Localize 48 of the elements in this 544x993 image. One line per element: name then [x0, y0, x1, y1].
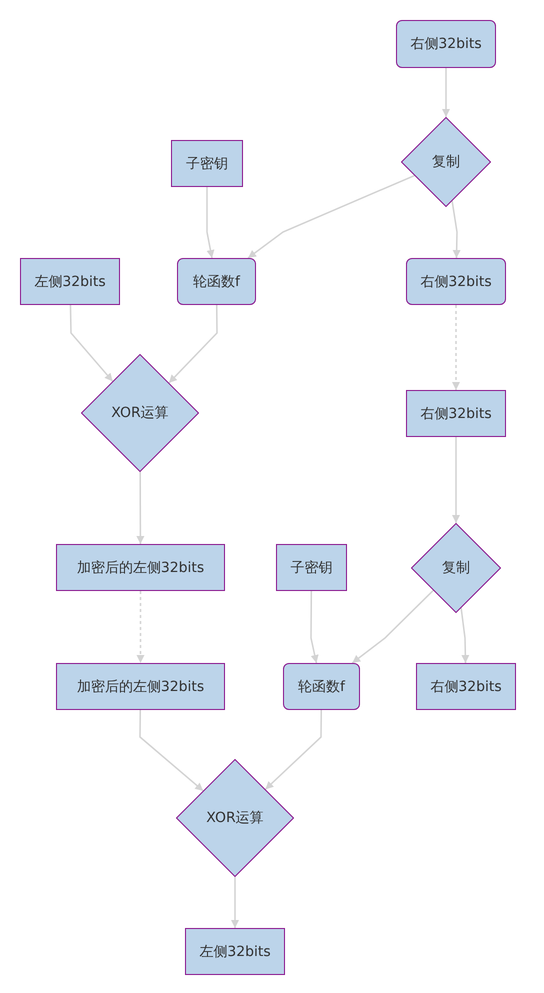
arrow	[442, 68, 450, 117]
node-label: XOR运算	[111, 404, 169, 422]
arrow	[248, 174, 415, 259]
arrow	[452, 305, 460, 390]
arrow	[310, 591, 319, 664]
arrow	[70, 304, 114, 382]
arrow	[352, 590, 434, 664]
process-box	[177, 258, 256, 305]
node-label: XOR运算	[206, 809, 264, 827]
process-box	[171, 140, 243, 187]
arrow	[264, 710, 322, 790]
arrow	[168, 305, 218, 384]
process-box	[185, 928, 285, 975]
node-label: 轮函数f	[193, 272, 240, 290]
arrow	[452, 437, 460, 523]
node-label: 左侧32bits	[199, 942, 271, 960]
node-label: 复制	[432, 153, 460, 171]
process-box	[406, 258, 506, 305]
process-box	[276, 544, 347, 591]
arrow	[460, 608, 470, 664]
node-label: 右侧32bits	[420, 272, 492, 290]
node-label: 子密钥	[186, 154, 228, 172]
node-label: 轮函数f	[298, 678, 345, 696]
node-label: 复制	[442, 559, 470, 577]
process-box	[56, 544, 225, 591]
decision-diamond	[411, 523, 501, 613]
node-label: 加密后的左侧32bits	[76, 678, 204, 696]
arrow	[136, 472, 144, 544]
process-box	[406, 390, 506, 437]
node-label: 右侧32bits	[430, 678, 502, 696]
process-box	[283, 663, 360, 710]
process-box	[416, 663, 516, 710]
decision-diamond	[176, 759, 294, 877]
node-label: 左侧32bits	[34, 272, 106, 290]
arrow	[206, 187, 214, 258]
node-label: 右侧32bits	[420, 404, 492, 422]
decision-diamond	[401, 117, 491, 207]
node-label: 加密后的左侧32bits	[76, 558, 204, 576]
arrow	[136, 591, 144, 663]
node-label: 子密钥	[290, 558, 332, 576]
process-box	[56, 663, 225, 710]
process-box	[20, 258, 120, 305]
arrow	[139, 710, 204, 792]
arrow	[451, 200, 461, 258]
arrow	[231, 877, 239, 928]
node-label: 右侧32bits	[410, 35, 482, 53]
decision-diamond	[81, 354, 199, 472]
process-box	[396, 20, 496, 68]
